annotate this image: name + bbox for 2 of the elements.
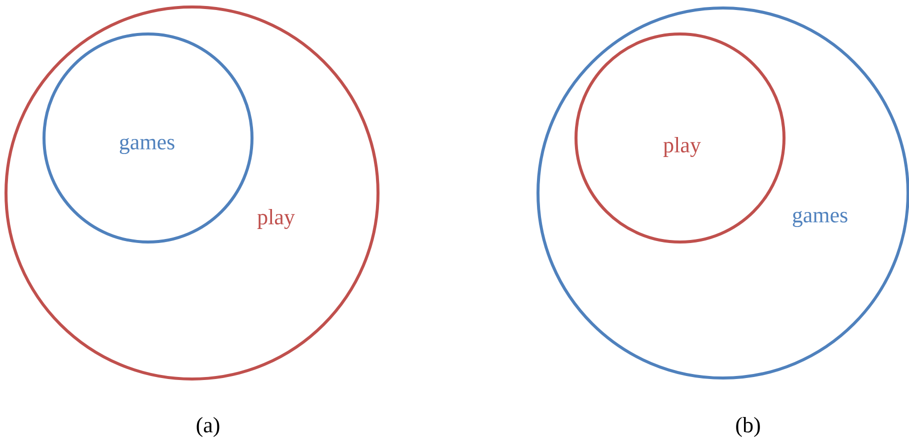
panel-label: (a) [196,417,220,437]
panel-label: (b) [736,417,760,437]
